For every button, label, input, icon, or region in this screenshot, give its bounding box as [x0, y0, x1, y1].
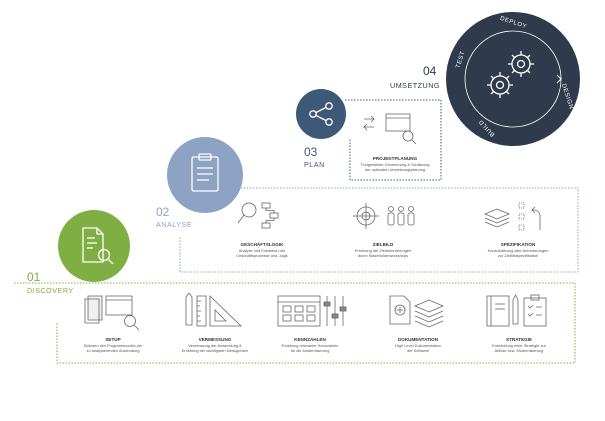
- item-desc-zielbild-2: durch Stakeholderworkshops: [358, 253, 408, 258]
- item-title-geschaeftslogik: GESCHÄFTSLOGIK: [241, 241, 285, 247]
- item-desc-strategie-2: Ablöse bzw. Modernisierung: [495, 348, 544, 353]
- item-desc-setup-2: zu analysierenden Anwendung: [87, 348, 140, 353]
- phase-label-analyse: ANALYSE: [156, 220, 192, 229]
- phase-discovery: [58, 210, 130, 282]
- item-spezifikation: SPEZIFIKATION Konsolidierung aller Anfor…: [483, 202, 549, 258]
- plan-box: [345, 99, 442, 181]
- browser-search-icon: [363, 113, 417, 145]
- item-title-vermessung: VERMESSUNG: [199, 337, 232, 342]
- item-title-dokumentation: DOKUMENTATION: [398, 337, 439, 342]
- item-desc-geschaeftslogik-1: Analyse und Extraktion der: [239, 248, 286, 253]
- gears-icon: [487, 51, 534, 98]
- phase-plan: [296, 89, 346, 139]
- layers-flow-icon: [483, 202, 541, 231]
- item-vermessung: VERMESSUNG Vermessung der Anwendung & Er…: [182, 292, 249, 353]
- item-desc-vermessung-1: Vermessung der Anwendung &: [188, 343, 242, 348]
- phase-num-plan: 03: [304, 145, 318, 159]
- item-desc-vermessung-2: Erhebung der wichtigsten Messgrößen: [182, 348, 249, 353]
- target-people-icon: [353, 203, 415, 229]
- item-title-strategie: STRATEGIE: [506, 337, 532, 342]
- phase-umsetzung: DEPLOY DESIGN BUILD TEST: [446, 12, 580, 146]
- ruler-triangle-icon: [185, 292, 242, 327]
- phase-analyse: [167, 137, 243, 213]
- item-desc-dokumentation-1: High Level Dokumentation: [395, 343, 441, 348]
- document-stack-icon: [389, 295, 445, 328]
- notebook-pen-icon: [486, 294, 547, 327]
- browser-magnifier-icon: [84, 295, 140, 331]
- item-title-zielbild: ZIELBILD: [373, 242, 394, 247]
- item-desc-dokumentation-2: der Software: [407, 348, 429, 353]
- phase-num-discovery: 01: [27, 270, 41, 284]
- share-icon: [309, 102, 333, 126]
- item-strategie: STRATEGIE Entwicklung einer Strategie zu…: [486, 294, 547, 353]
- magnifier-flow-icon: [237, 202, 279, 229]
- item-desc-projektplanung-2: der optimalen Umsetzungsplanung: [365, 167, 425, 172]
- item-title-spezifikation: SPEZIFIKATION: [501, 242, 536, 247]
- phase-num-analyse: 02: [156, 205, 170, 219]
- item-desc-strategie-1: Entwicklung einer Strategie zur: [492, 343, 546, 348]
- item-title-kennzahlen: KENNZAHLEN: [294, 337, 326, 342]
- phase-label-umsetzung: UMSETZUNG: [390, 81, 440, 90]
- item-setup: SETUP Einlesen des Programmcodes der zu …: [84, 295, 143, 353]
- item-desc-kennzahlen-1: Erhebung relevanter Kennzahlen: [282, 343, 339, 348]
- cycle-arrow: [556, 74, 562, 84]
- item-desc-spezifikation-1: Konsolidierung aller Anforderungen: [488, 248, 549, 253]
- item-title-projektplanung: PROJEKTPLANUNG: [373, 156, 418, 161]
- cycle-label-test: TEST: [455, 50, 466, 69]
- item-desc-zielbild-1: Erhebung der Zielanforderungen: [355, 248, 411, 253]
- analyse-box: [179, 187, 579, 273]
- item-desc-kennzahlen-2: für die Modernisierung: [291, 348, 330, 353]
- clipboard-icon: [191, 153, 219, 192]
- item-desc-geschaeftslogik-2: Geschäftsprozesse und -logik: [236, 253, 287, 258]
- phase-label-discovery: DISCOVERY: [27, 286, 74, 295]
- item-desc-projektplanung-1: Toolgestützte Generierung & Schätzung: [361, 162, 430, 167]
- item-zielbild: ZIELBILD Erhebung der Zielanforderungen …: [353, 203, 415, 258]
- item-dokumentation: DOKUMENTATION High Level Dokumentation d…: [389, 295, 445, 353]
- document-search-icon: [82, 227, 114, 265]
- item-kennzahlen: KENNZAHLEN Erhebung relevanter Kennzahle…: [277, 295, 347, 353]
- phase-num-umsetzung: 04: [423, 64, 437, 78]
- item-desc-spezifikation-2: zur Zielbildspezifikation: [498, 253, 538, 258]
- item-geschaeftslogik: GESCHÄFTSLOGIK Analyse und Extraktion de…: [236, 202, 288, 258]
- dashboard-sliders-icon: [277, 295, 347, 327]
- phase-label-plan: PLAN: [304, 160, 325, 169]
- item-title-setup: SETUP: [105, 337, 120, 342]
- item-desc-setup-1: Einlesen des Programmcodes der: [84, 343, 143, 348]
- item-projektplanung: PROJEKTPLANUNG Toolgestützte Generierung…: [361, 113, 430, 172]
